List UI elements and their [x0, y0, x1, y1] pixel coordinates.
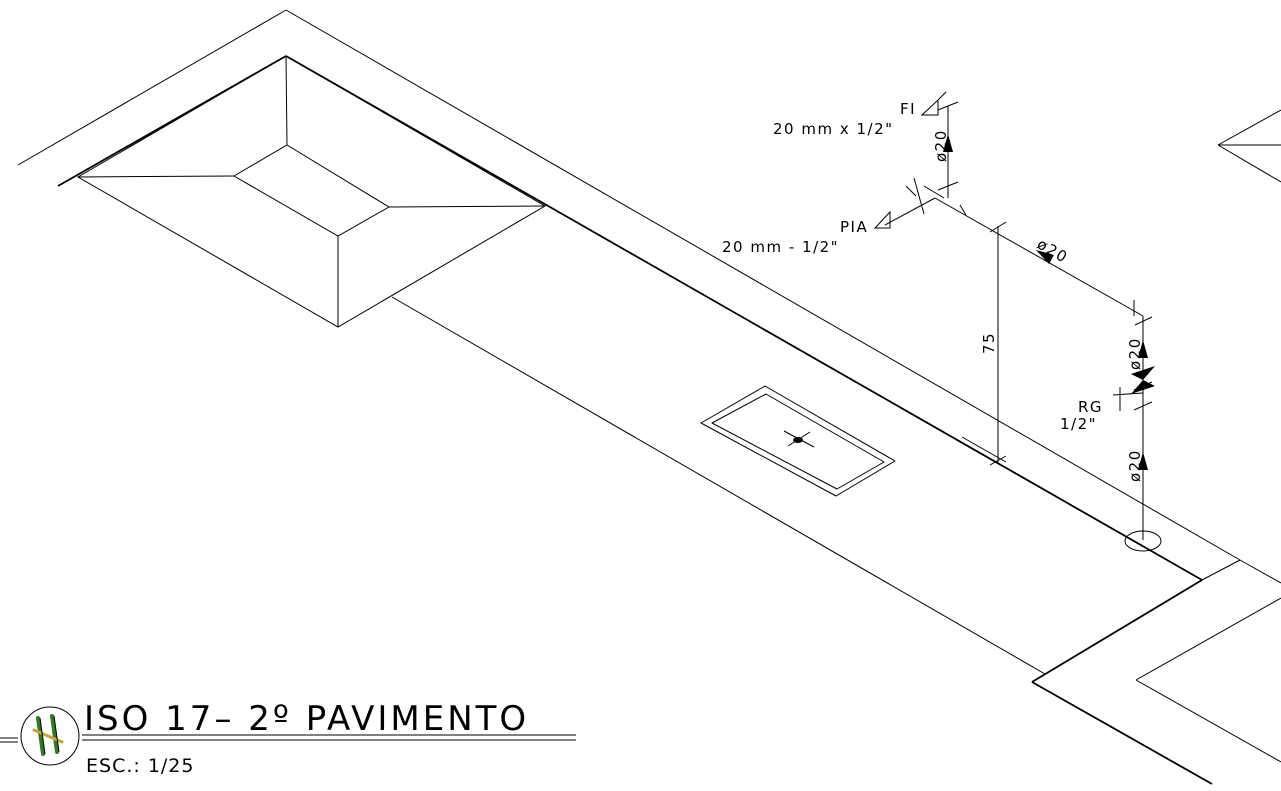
sink-basin	[77, 55, 546, 328]
riser-low-diameter-label: ø20	[1126, 449, 1144, 482]
title-block: ISO 17– 2º PAVIMENTO ESC.: 1/25	[0, 699, 576, 777]
hydraulic-logo-icon	[32, 714, 64, 756]
horizontal-diameter-label: ø20	[1034, 235, 1071, 267]
countertop-outline	[17, 9, 1281, 785]
pia-tag-label: PIA	[840, 218, 868, 236]
floor-drain	[700, 385, 896, 497]
rg-tag-label: RG	[1078, 398, 1103, 416]
water-piping	[873, 91, 1162, 552]
drawing-scale: ESC.: 1/25	[86, 755, 194, 777]
fi-size-label: 20 mm x 1/2"	[773, 120, 894, 138]
fi-tag-label: FI	[900, 100, 916, 118]
drawing-title: ISO 17– 2º PAVIMENTO	[84, 699, 529, 739]
rg-size-label: 1/2"	[1060, 415, 1097, 433]
height-dimension-label: 75	[980, 332, 998, 354]
riser-top-diameter-label: ø20	[932, 129, 950, 162]
pia-size-label: 20 mm - 1/2"	[722, 238, 839, 256]
riser-mid-diameter-label: ø20	[1126, 337, 1144, 370]
height-dimension	[961, 221, 1007, 466]
